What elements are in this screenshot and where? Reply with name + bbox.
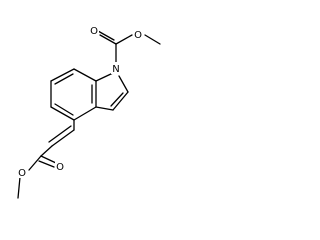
bond-c7-c6	[50, 68, 75, 82]
bond-calpha-cbeta	[51, 129, 75, 147]
bond-c2-c3	[112, 91, 129, 111]
bond-c7a-n1	[95, 72, 114, 82]
bond-c7a-c7	[73, 68, 97, 82]
atom-n1: N	[112, 64, 119, 75]
bond-c4-c3a	[73, 106, 97, 121]
atom-o-carbamate-carbonyl: O	[90, 26, 98, 37]
bond-cbeta-cester	[40, 145, 53, 157]
bond-cester-oester-carbonyl	[40, 155, 57, 164]
atom-o-ester-ether: O	[18, 168, 26, 179]
bond-c5-c4-inner	[54, 103, 74, 116]
chemical-structure-diagram: N O O O O	[17, 24, 161, 199]
bond-c2-c3-inner	[110, 92, 124, 107]
bond-c7-c6-inner	[54, 73, 74, 85]
bond-oester-ether-methyl	[17, 176, 21, 199]
bond-ccarbamate-oether	[115, 34, 133, 45]
bond-c3-c3a	[95, 106, 114, 111]
bond-c5-c4	[50, 106, 75, 121]
bond-ccarbamate-ocarbonyl	[99, 34, 117, 45]
atom-o-carbamate-ether: O	[134, 30, 142, 41]
bond-cester-oester-carbonyl-double	[38, 160, 55, 168]
bond-calpha-cbeta-double	[48, 125, 72, 143]
bond-ccarbamate-ocarbonyl-double	[97, 30, 115, 41]
atom-o-ester-carbonyl: O	[56, 162, 64, 173]
bond-n1-c2	[118, 75, 129, 93]
bond-cester-oester-ether	[28, 155, 42, 171]
bond-oether-methyl	[144, 34, 161, 45]
